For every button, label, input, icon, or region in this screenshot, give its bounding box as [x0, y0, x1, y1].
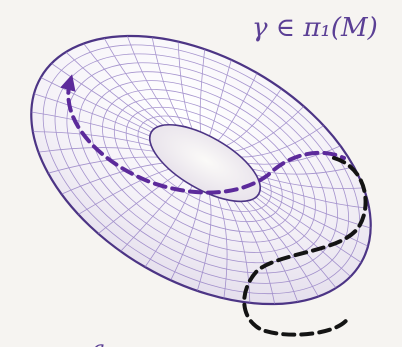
mesh-meridian: [61, 162, 164, 195]
mesh-meridian: [258, 180, 370, 209]
mesh-meridian: [240, 125, 324, 158]
mesh-meridian: [252, 166, 354, 175]
mesh-meridian: [259, 189, 369, 247]
mesh-meridian: [255, 196, 351, 277]
mesh-meridian: [196, 193, 212, 291]
mesh-meridian: [120, 180, 185, 252]
mesh-meridian: [246, 200, 319, 297]
mesh-meridian: [103, 37, 170, 126]
mesh-meridian: [31, 111, 151, 141]
mesh-meridian: [170, 190, 201, 281]
mesh-meridian: [151, 37, 185, 127]
black-loop-path: [242, 156, 368, 337]
mesh-meridian: [83, 43, 164, 126]
mesh-meridian: [209, 59, 232, 137]
mesh-meridian: [97, 174, 177, 234]
mesh-meridian: [258, 193, 362, 263]
mesh-meridian: [51, 63, 155, 130]
mesh-meridian: [199, 49, 206, 133]
mesh-meridian: [240, 201, 299, 302]
torus-hole: [148, 123, 262, 203]
mesh-meridian: [226, 88, 282, 147]
mesh-meridian: [217, 72, 258, 141]
mesh-meridian: [233, 106, 305, 152]
fundamental-group-label: γ ∈ π₁(M): [252, 13, 378, 43]
mesh-meridian: [33, 93, 151, 137]
mesh-meridian: [32, 131, 152, 147]
mesh-meridian: [65, 51, 159, 127]
mesh-meridian: [38, 147, 154, 153]
mesh-meridian: [40, 77, 152, 133]
mesh-meridian: [177, 41, 193, 130]
mesh-meridian: [251, 199, 337, 289]
mesh-meridian: [126, 35, 177, 126]
bottom-fragment-text: a: [92, 337, 105, 347]
mesh-meridian: [225, 199, 251, 303]
mesh-meridian: [217, 197, 228, 299]
purple-loop-path: [60, 74, 346, 195]
mesh-meridian: [246, 145, 341, 165]
mesh-meridian: [233, 200, 276, 305]
mesh-meridian: [78, 168, 170, 215]
